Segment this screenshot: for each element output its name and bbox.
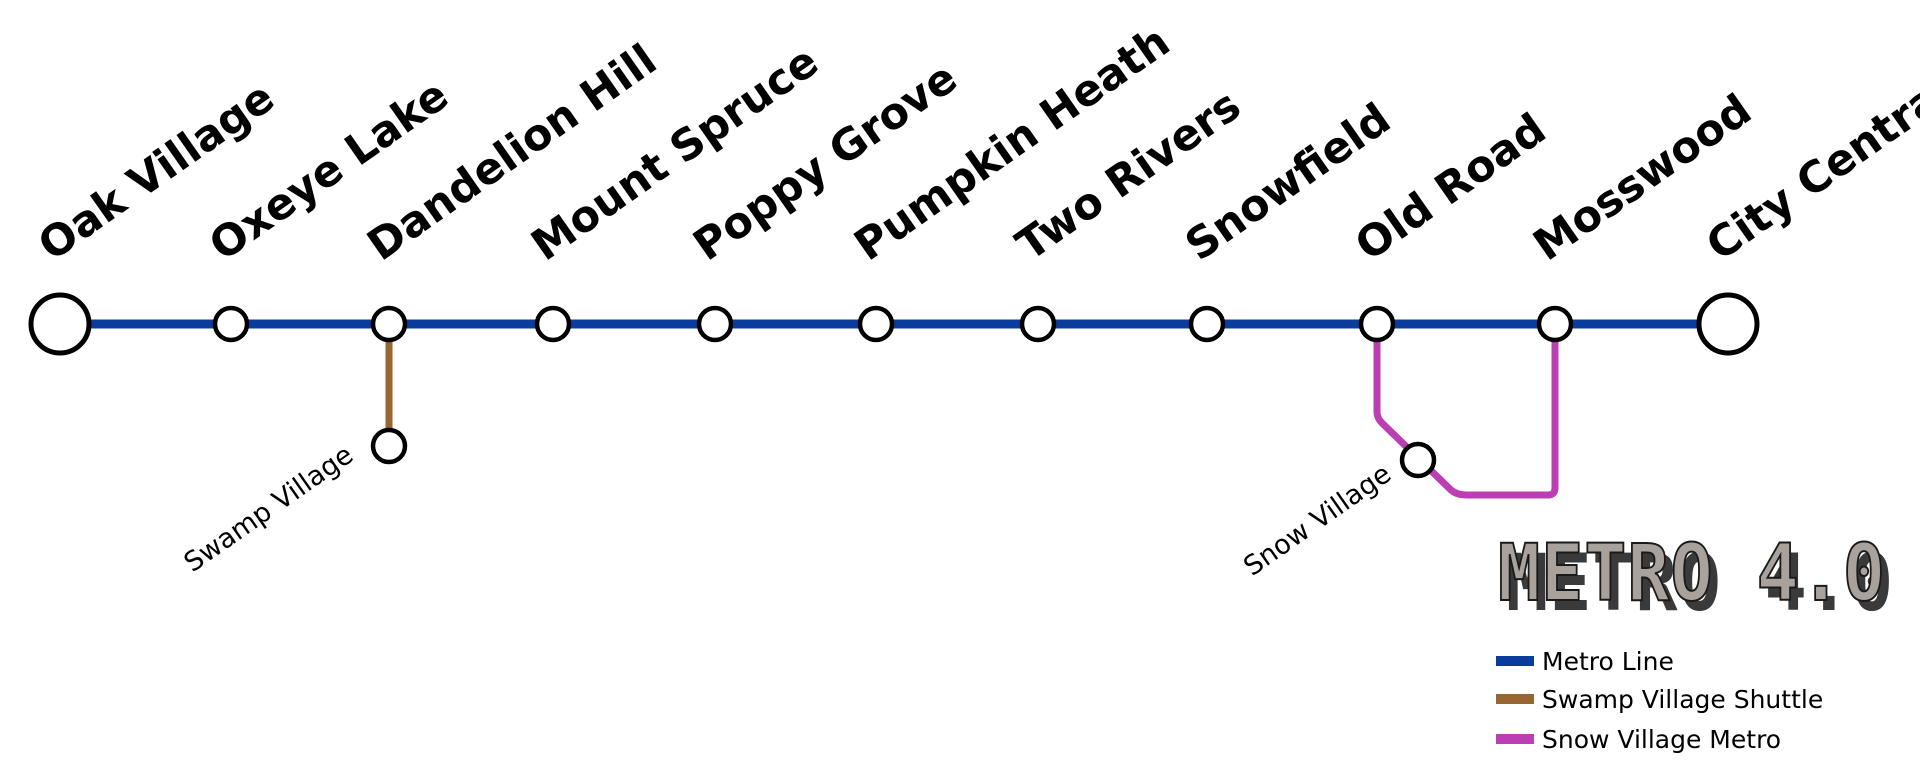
station-snow-village[interactable] (1399, 441, 1437, 479)
station-oak-village[interactable] (28, 292, 92, 356)
metro-4-0-logo: METRO 4.0 METRO 4.0 (1497, 528, 1894, 629)
station-city-central[interactable] (1696, 292, 1760, 356)
station-pumpkin-heath[interactable] (857, 305, 895, 343)
station-mosswood[interactable] (1536, 305, 1574, 343)
station-label-dandelion-hill: Dandelion Hill (359, 35, 666, 271)
legend-swatch-swamp-village-shuttle (1496, 694, 1534, 704)
station-old-road[interactable] (1358, 305, 1396, 343)
station-label-poppy-grove: Poppy Grove (685, 53, 967, 271)
station-oxeye-lake[interactable] (212, 305, 250, 343)
station-snowfield[interactable] (1188, 305, 1226, 343)
snow-village-metro-line (1373, 324, 1559, 499)
legend-label-swamp-village-shuttle: Swamp Village Shuttle (1542, 685, 1823, 714)
station-poppy-grove[interactable] (696, 305, 734, 343)
station-mount-spruce[interactable] (534, 305, 572, 343)
station-label-swamp-village: Swamp Village (179, 439, 359, 578)
legend-label-snow-village-metro: Snow Village Metro (1542, 725, 1781, 754)
station-label-snow-village: Snow Village (1238, 458, 1397, 582)
logo-text: METRO 4.0 (1498, 529, 1886, 619)
legend-swatch-metro-line (1496, 656, 1534, 666)
legend-label-metro-line: Metro Line (1542, 647, 1674, 676)
legend-swatch-snow-village-metro (1496, 734, 1534, 744)
station-swamp-village[interactable] (370, 427, 408, 465)
station-dandelion-hill[interactable] (370, 305, 408, 343)
logo-shadow-text: METRO 4.0 (1506, 539, 1894, 629)
station-label-mount-spruce: Mount Spruce (523, 37, 828, 271)
legend: Metro Line Swamp Village Shuttle Snow Vi… (1496, 647, 1823, 754)
station-two-rivers[interactable] (1019, 305, 1057, 343)
